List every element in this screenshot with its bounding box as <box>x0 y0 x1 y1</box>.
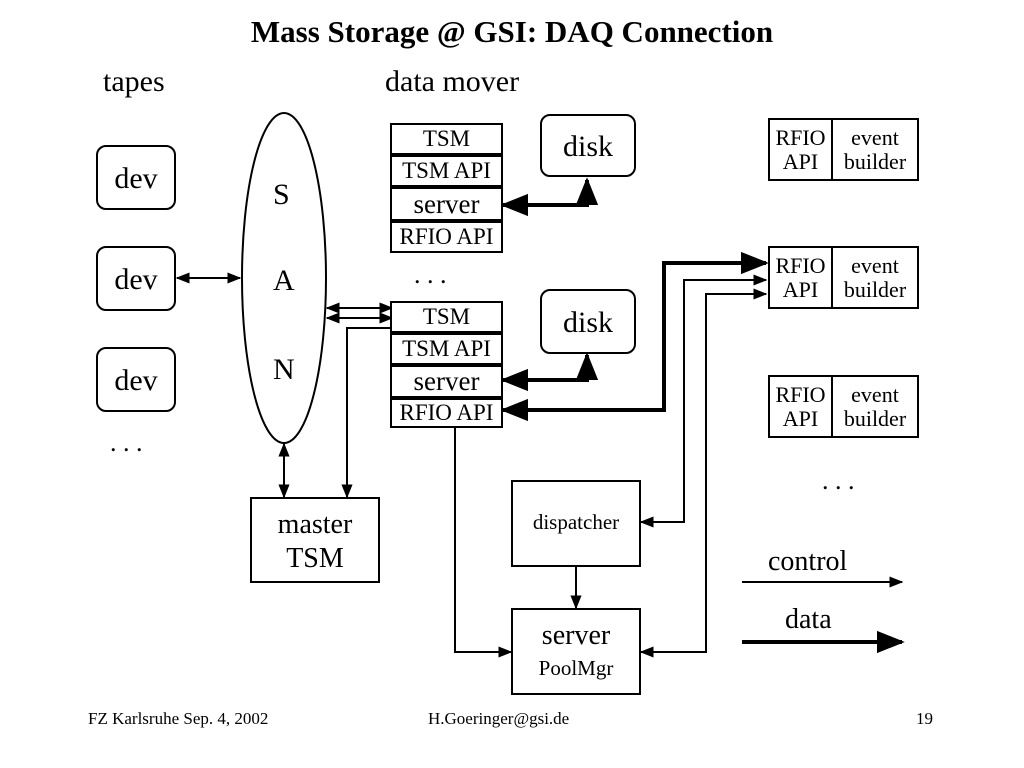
footer-center: H.Goeringer@gsi.de <box>428 709 570 728</box>
upper-tsm-api-cell: TSM API <box>390 155 503 187</box>
tape-dev-3-label: dev <box>114 364 158 397</box>
builder-2-event-label: event <box>851 253 899 279</box>
tape-dev-1-label: dev <box>114 162 158 195</box>
builder-1-rfio-label: RFIO <box>775 125 826 151</box>
upper-tsm-cell: TSM <box>390 123 503 155</box>
tape-dev-2: dev <box>96 246 176 311</box>
builder-1-rfio-api: RFIO API <box>768 118 833 181</box>
data-mover-ellipsis: . . . <box>414 260 447 289</box>
legend-data-label: data <box>785 604 832 635</box>
dispatcher-box: dispatcher <box>511 480 641 567</box>
builders-ellipsis: . . . <box>822 466 855 495</box>
builder-1-api-label: API <box>782 148 819 174</box>
upper-disk-label: disk <box>562 130 613 163</box>
lower-disk: disk <box>540 289 636 354</box>
lower-rfio-api-cell: RFIO API <box>390 398 503 428</box>
tape-dev-2-label: dev <box>114 263 158 296</box>
tape-dev-1: dev <box>96 145 176 210</box>
builder-poolmgr-control <box>639 288 768 658</box>
builder-2-event-builder: event builder <box>831 246 919 309</box>
master-tsm-box: master TSM <box>250 497 380 583</box>
builder-2-api-label: API <box>782 276 819 302</box>
builder-3-rfio-label: RFIO <box>775 382 826 408</box>
builder-2-builder-label: builder <box>843 276 907 302</box>
lower-tsm-api-cell: TSM API <box>390 333 503 365</box>
builder-1-event-builder: event builder <box>831 118 919 181</box>
lower-server-cell: server <box>390 365 503 398</box>
master-label: master <box>277 509 353 540</box>
upper-server-cell: server <box>390 187 503 221</box>
builder-3-event-label: event <box>851 382 899 408</box>
builder-3-builder-label: builder <box>843 405 907 431</box>
poolmgr-server-box: server PoolMgr <box>511 608 641 695</box>
san-letter-s: S <box>273 178 290 211</box>
builder-1-event-label: event <box>851 125 899 151</box>
poolmgr-server-label: server <box>541 620 611 651</box>
legend-control-label: control <box>768 546 848 577</box>
tsm-master-control <box>341 327 392 499</box>
data-mover-header: data mover <box>385 65 520 98</box>
lower-tsm-cell: TSM <box>390 301 503 333</box>
lower-server-disk-data <box>500 352 599 392</box>
master-tsm-label: TSM <box>286 543 344 574</box>
builder-1-builder-label: builder <box>843 148 907 174</box>
tape-dev-3: dev <box>96 347 176 412</box>
tapes-ellipsis: . . . <box>110 428 143 457</box>
san-letter-n: N <box>273 353 295 386</box>
server-poolmgr-link <box>449 396 513 658</box>
lower-disk-label: disk <box>562 306 613 339</box>
poolmgr-name-label: PoolMgr <box>538 656 614 680</box>
builder-3-api-label: API <box>782 405 819 431</box>
builder-3-event-builder: event builder <box>831 375 919 438</box>
upper-disk: disk <box>540 114 636 177</box>
upper-rfio-api-cell: RFIO API <box>390 221 503 253</box>
dispatcher-label: dispatcher <box>532 510 620 534</box>
tapes-header: tapes <box>103 65 165 98</box>
footer-page-number: 19 <box>916 709 933 728</box>
san-letter-a: A <box>273 264 295 297</box>
slide-title: Mass Storage @ GSI: DAQ Connection <box>250 14 774 49</box>
upper-server-disk-data <box>500 177 599 217</box>
builder-2-rfio-label: RFIO <box>775 253 826 279</box>
builder-2-rfio-api: RFIO API <box>768 246 833 309</box>
builder-dispatcher-control <box>639 274 768 528</box>
builder-3-rfio-api: RFIO API <box>768 375 833 438</box>
footer-left: FZ Karlsruhe Sep. 4, 2002 <box>88 709 269 728</box>
